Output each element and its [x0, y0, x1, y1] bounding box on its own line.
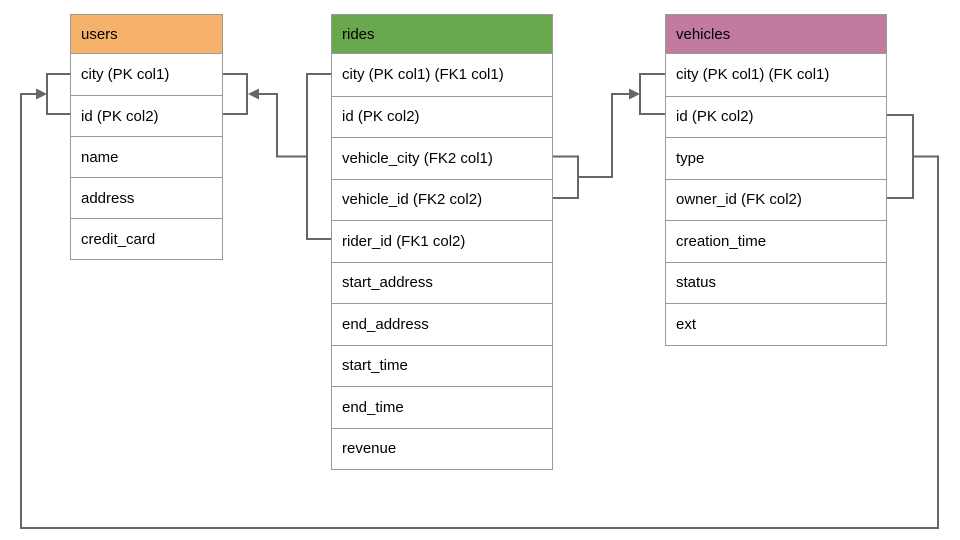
- relationship-rides-users: [223, 73, 331, 240]
- table-vehicles-columns: city (PK col1) (FK col1)id (PK col2)type…: [666, 54, 886, 345]
- column-cell: name: [71, 136, 222, 177]
- column-cell: rider_id (FK1 col2): [332, 220, 552, 262]
- column-cell: address: [71, 177, 222, 218]
- column-cell: end_time: [332, 386, 552, 428]
- relationship-rides-vehicles: [553, 73, 665, 199]
- arrow-right-icon: [629, 88, 640, 100]
- vehicles-users-connector-line: [20, 93, 939, 529]
- table-rides-columns: city (PK col1) (FK1 col1)id (PK col2)veh…: [332, 54, 552, 469]
- column-cell: city (PK col1): [71, 54, 222, 95]
- vehicles-left-bracket: [639, 73, 665, 115]
- column-cell: id (PK col2): [666, 95, 886, 137]
- column-cell: start_time: [332, 344, 552, 386]
- column-cell: end_address: [332, 303, 552, 345]
- table-vehicles: vehicles city (PK col1) (FK col1)id (PK …: [665, 14, 887, 346]
- column-cell: type: [666, 137, 886, 179]
- rides-vehicles-connector-line: [578, 93, 631, 178]
- column-cell: id (PK col2): [332, 95, 552, 137]
- table-users-title: users: [71, 15, 222, 54]
- rides-left-bracket: [306, 73, 331, 240]
- column-cell: city (PK col1) (FK col1): [666, 54, 886, 96]
- vehicles-right-bracket: [887, 114, 914, 199]
- table-vehicles-title: vehicles: [666, 15, 886, 54]
- users-left-bracket: [46, 73, 70, 115]
- arrow-right-icon: [36, 88, 47, 100]
- table-rides-title: rides: [332, 15, 552, 54]
- column-cell: vehicle_id (FK2 col2): [332, 178, 552, 220]
- column-cell: revenue: [332, 427, 552, 469]
- arrow-left-icon: [248, 88, 259, 100]
- column-cell: credit_card: [71, 218, 222, 259]
- users-right-bracket: [223, 73, 248, 115]
- table-rides: rides city (PK col1) (FK1 col1)id (PK co…: [331, 14, 553, 470]
- column-cell: status: [666, 261, 886, 303]
- column-cell: city (PK col1) (FK1 col1): [332, 54, 552, 96]
- relationship-vehicles-users: [20, 73, 939, 529]
- column-cell: owner_id (FK col2): [666, 178, 886, 220]
- rides-users-connector-line: [250, 93, 307, 158]
- column-cell: start_address: [332, 261, 552, 303]
- column-cell: ext: [666, 303, 886, 345]
- rides-right-bracket: [553, 155, 579, 199]
- column-cell: vehicle_city (FK2 col1): [332, 137, 552, 179]
- column-cell: id (PK col2): [71, 95, 222, 136]
- column-cell: creation_time: [666, 220, 886, 262]
